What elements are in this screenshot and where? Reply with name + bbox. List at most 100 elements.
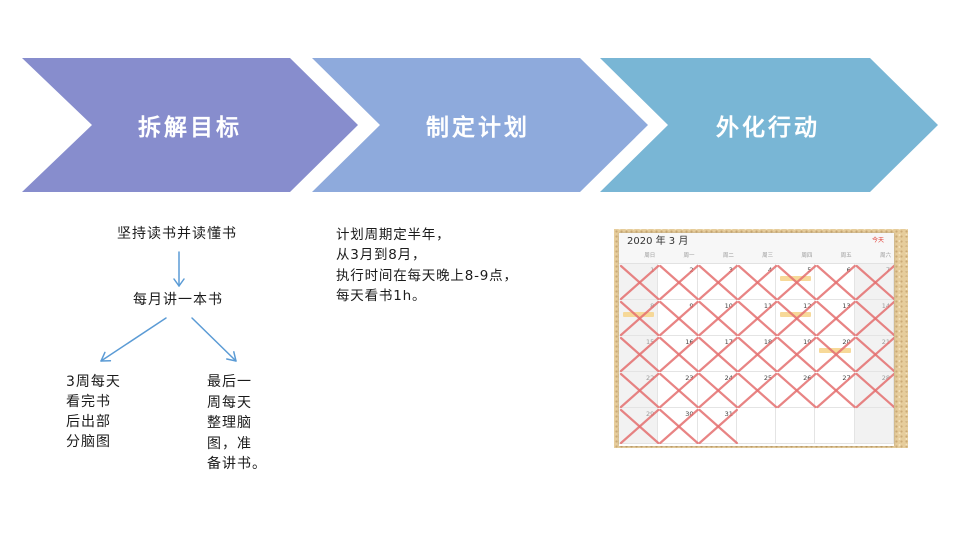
day-cell: 23: [658, 372, 698, 408]
day-number: 13: [842, 302, 851, 310]
day-cell: 10: [697, 300, 737, 336]
day-number: 5: [807, 266, 812, 274]
day-cell: 30: [658, 408, 698, 444]
weekday-label: 周一: [683, 253, 695, 259]
goal-monthly-node: 每月讲一本书: [133, 292, 223, 308]
leaf-line: 备讲书。: [207, 456, 267, 472]
day-number: 17: [724, 338, 733, 346]
arrow-monthly-to-right-leaf: [191, 317, 237, 362]
day-number: 10: [724, 302, 733, 310]
arrow-shaft: [100, 317, 167, 362]
day-number: 29: [646, 410, 655, 418]
day-number: 1: [650, 266, 655, 274]
day-number: 9: [689, 302, 694, 310]
day-number: 18: [763, 338, 773, 346]
goal-leaf-right: 最后一 周每天 整理脑 图，准 备讲书。: [207, 372, 267, 475]
day-number: 16: [685, 338, 694, 346]
leaf-line: 后出部: [66, 414, 111, 430]
day-cell: 16: [658, 336, 698, 372]
arrow-root-to-monthly: [173, 251, 185, 287]
arrowhead-icon: [173, 278, 185, 287]
goal-leaf-left: 3周每天 看完书 后出部 分脑图: [66, 372, 121, 452]
day-number: 3: [728, 266, 733, 274]
process-step-label: 拆解目标: [138, 115, 242, 141]
empty-day-cell: [736, 408, 777, 444]
day-cell: 9: [658, 300, 698, 336]
empty-day-cell: [854, 408, 894, 444]
day-number: 11: [763, 302, 773, 310]
day-number: 15: [646, 338, 655, 346]
leaf-line: 3周每天: [66, 374, 121, 390]
plan-line: 每天看书1h。: [336, 288, 427, 305]
day-number: 30: [685, 410, 694, 418]
calendar-month-title: 2020 年 3 月: [627, 236, 689, 247]
arrowhead-icon: [100, 351, 112, 362]
day-number: 28: [881, 374, 890, 382]
day-cell: 2: [658, 264, 698, 300]
leaf-line: 分脑图: [66, 434, 111, 450]
day-cell: 18: [736, 336, 777, 372]
day-cell: 22: [619, 372, 659, 408]
goal-root-node: 坚持读书并读懂书: [117, 226, 237, 242]
day-cell: 20: [815, 336, 855, 372]
arrowhead-icon: [226, 351, 237, 362]
day-cell: 21: [854, 336, 894, 372]
day-cell: 29: [619, 408, 659, 444]
day-number: 2: [689, 266, 694, 274]
arrow-shaft: [191, 317, 237, 362]
plan-line: 从3月到8月，: [336, 247, 427, 264]
day-cell: 6: [815, 264, 855, 300]
day-cell: 26: [776, 372, 816, 408]
weekday-label: 周四: [801, 253, 813, 259]
day-number: 22: [646, 374, 655, 382]
day-cell: 14: [854, 300, 894, 336]
leaf-line: 整理脑: [207, 415, 252, 431]
plan-line: 执行时间在每天晚上8-9点，: [336, 267, 518, 284]
day-cell: 27: [815, 372, 855, 408]
weekday-header-row: 周日 周一 周二 周三 周四 周五 周六: [619, 250, 894, 264]
weekday-label: 周六: [879, 253, 891, 259]
plan-line: 计划周期定半年，: [336, 227, 451, 243]
day-cell: 7: [854, 264, 894, 300]
empty-day-cell: [776, 408, 816, 444]
weekday-label: 周日: [644, 253, 656, 259]
day-number: 19: [803, 338, 812, 346]
weekday-label: 周五: [840, 253, 852, 259]
leaf-line: 最后一: [207, 374, 252, 390]
day-cell: 11: [736, 300, 777, 336]
leaf-line: 图，准: [207, 435, 252, 452]
leaf-line: 周每天: [207, 394, 252, 411]
day-number: 8: [650, 302, 655, 310]
process-step-label: 制定计划: [426, 115, 530, 141]
weekday-label: 周三: [762, 253, 774, 259]
day-cell: 19: [776, 336, 816, 372]
today-button: 今天: [871, 237, 884, 244]
leaf-line: 看完书: [66, 394, 111, 410]
day-cell: 8: [619, 300, 659, 336]
day-cell: 4: [736, 264, 777, 300]
day-cell: 13: [815, 300, 855, 336]
day-number: 24: [724, 374, 733, 382]
weekday-label: 周二: [722, 253, 734, 259]
day-cell: 12: [776, 300, 816, 336]
day-number: 7: [885, 266, 890, 274]
plan-description: 计划周期定半年， 从3月到8月， 执行时间在每天晚上8-9点， 每天看书1h。: [336, 225, 518, 307]
day-cell: 3: [697, 264, 737, 300]
day-cell: 28: [854, 372, 894, 408]
day-number: 25: [763, 374, 773, 382]
empty-day-cell: [815, 408, 855, 444]
day-cell: 24: [697, 372, 737, 408]
day-cell: 15: [619, 336, 659, 372]
day-cell: 1: [619, 264, 659, 300]
arrow-monthly-to-left-leaf: [100, 317, 167, 362]
day-number: 21: [881, 338, 890, 346]
day-number: 14: [881, 302, 890, 310]
day-cell: 25: [736, 372, 777, 408]
day-number: 4: [768, 266, 773, 274]
day-number: 31: [724, 410, 733, 418]
day-number: 6: [846, 266, 851, 274]
process-step-label: 外化行动: [716, 115, 820, 141]
